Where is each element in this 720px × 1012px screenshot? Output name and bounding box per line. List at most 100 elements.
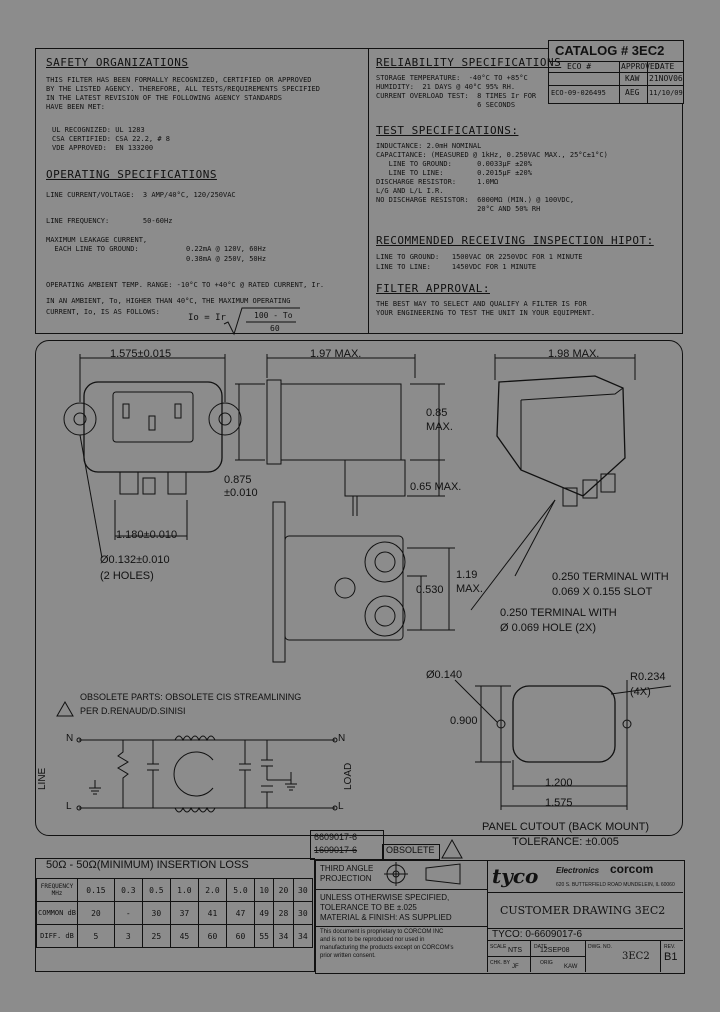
dim-065: 0.65 MAX. (410, 481, 462, 493)
loss-cm-cell: 20 (77, 901, 115, 925)
dim-197: 1.97 MAX. (310, 348, 362, 360)
loss-freq-cell: 1.0 (169, 878, 199, 902)
front-view (63, 354, 242, 559)
partno-box (310, 830, 384, 860)
brand-logo: tyco (492, 864, 539, 888)
brand-address: 620 S. BUTTERFIELD ROAD MUNDELEIN, IL 60… (556, 882, 675, 888)
mechanical-drawing (56, 354, 672, 813)
loss-row-diff-label: DIFF. dB (36, 924, 78, 948)
chk-value: JF (512, 964, 519, 970)
partno-current: 6609017-6 (314, 832, 358, 842)
dim-0140: Ø0.140 (426, 669, 463, 681)
loss-cm-cell: 37 (169, 901, 199, 925)
brand-corcom: corcom (610, 862, 654, 876)
loss-diff-cell: 60 (225, 924, 256, 948)
loss-diff-cell: 55 (254, 924, 275, 948)
approval-heading: FILTER APPROVAL: (376, 282, 490, 295)
dwg-label: DWG. NO. (588, 944, 612, 950)
dim-1180: 1.180±0.010 (116, 529, 178, 541)
projection-symbol-icon (384, 862, 461, 886)
catalog-rule (549, 61, 683, 62)
loss-freq-cell: 20 (273, 878, 294, 902)
safety-body: THIS FILTER HAS BEEN FORMALLY RECOGNIZED… (46, 76, 320, 111)
terminal-note-2: 0.250 TERMINAL WITH Ø 0.069 HOLE (2X) (500, 607, 617, 634)
catalog-col-rule (647, 61, 648, 103)
schematic-line-label: LINE (37, 767, 48, 790)
formula-num: 100 - To (254, 311, 293, 320)
title-rule (315, 926, 487, 927)
reliability-heading: RELIABILITY SPECIFICATIONS (376, 56, 562, 69)
panel-cutout (454, 679, 672, 810)
title-col-rule (530, 940, 531, 972)
reliability-body: STORAGE TEMPERATURE: -40°C TO +85°C HUMI… (376, 74, 537, 109)
rev-value: B1 (664, 951, 678, 963)
loss-box (35, 858, 315, 972)
approval-body: THE BEST WAY TO SELECT AND QUALIFY A FIL… (376, 300, 596, 317)
drawing-title: CUSTOMER DRAWING 3EC2 (500, 904, 666, 917)
operating-derate: IN AN AMBIENT, To, HIGHER THAN 40°C, THE… (46, 297, 291, 316)
schematic-n-right: N (338, 733, 346, 744)
schematic-load-label: LOAD (343, 762, 354, 790)
loss-cm-cell: 41 (197, 901, 227, 925)
catalog-col-date: DATE (655, 62, 675, 71)
title-rule (487, 956, 585, 957)
date-label: DATE (534, 944, 547, 950)
loss-diff-cell: 25 (141, 924, 171, 948)
dim-119: 1.19 MAX. (456, 569, 483, 595)
test-body: INDUCTANCE: 2.0mH NOMINAL CAPACITANCE: (… (376, 142, 608, 213)
loss-freq-cell: 0.15 (77, 878, 115, 902)
dim-0530: 0.530 (416, 584, 444, 596)
loss-freq-cell: 10 (254, 878, 275, 902)
schematic (76, 735, 338, 813)
loss-diff-cell: 34 (273, 924, 294, 948)
partno-old: 1609017-6 (314, 845, 358, 855)
tolerance-note: UNLESS OTHERWISE SPECIFIED, TOLERANCE TO… (320, 893, 452, 922)
sqrt-symbol-icon (223, 307, 300, 336)
operating-heading: OPERATING SPECIFICATIONS (46, 168, 217, 181)
loss-cm-cell: 47 (225, 901, 256, 925)
catalog-r2-eco: ECO-09-026495 (551, 89, 606, 97)
side-view (235, 354, 445, 516)
dim-holes: Ø0.132±0.010 (2 HOLES) (100, 554, 170, 582)
catalog-title: CATALOG # 3EC2 (555, 43, 665, 58)
dim-0875: 0.875 ±0.010 (224, 474, 258, 499)
catalog-rule (549, 85, 683, 86)
operating-line1: LINE CURRENT/VOLTAGE: 3 AMP/40°C, 120/25… (46, 191, 236, 199)
dim-1200: 1.200 (545, 777, 573, 789)
cutout-note: PANEL CUTOUT (BACK MOUNT) TOLERANCE: ±0.… (482, 821, 650, 848)
terminal-note-1: 0.250 TERMINAL WITH 0.069 X 0.155 SLOT (552, 571, 669, 598)
formula-left: Io = Ir (188, 313, 226, 323)
catalog-r2-by: AEG (625, 88, 640, 97)
drawing-frame (35, 340, 683, 836)
operating-ambient: OPERATING AMBIENT TEMP. RANGE: -10°C TO … (46, 281, 325, 289)
catalog-r2-date: 11/10/09 (649, 89, 683, 97)
top-view (272, 499, 556, 663)
title-rule (487, 860, 488, 972)
loss-freq-cell: 0.3 (113, 878, 143, 902)
obsolete-box (382, 844, 440, 860)
loss-diff-cell: 3 (113, 924, 143, 948)
iso-view (494, 354, 636, 507)
hipot-body: LINE TO GROUND: 1500VAC OR 2250VDC FOR 1… (376, 253, 583, 271)
brand-sub: Electronics (556, 866, 600, 875)
dwg-value: 3EC2 (622, 951, 650, 962)
formula-den: 60 (270, 324, 280, 333)
catalog-r1-by: KAW (625, 74, 640, 83)
scale-value: NTS (508, 947, 522, 954)
dim-1575-top: 1.575±0.015 (110, 348, 172, 360)
loss-diff-cell: 5 (77, 924, 115, 948)
operating-leak-vals: 0.22mA @ 120V, 60Hz 0.38mA @ 250V, 50Hz (186, 245, 267, 263)
loss-cm-cell: 28 (273, 901, 294, 925)
spec-frame (35, 48, 683, 334)
loss-title: 50Ω - 50Ω(MINIMUM) INSERTION LOSS (46, 859, 249, 871)
obsolete-note: OBSOLETE PARTS: OBSOLETE CIS STREAMLININ… (80, 692, 302, 716)
schematic-l-right: L (338, 801, 344, 812)
operating-line2: LINE FREQUENCY: 50-60Hz (46, 217, 173, 225)
dim-1575-bottom: 1.575 (545, 797, 573, 809)
dim-198: 1.98 MAX. (548, 348, 600, 360)
tyco-number: TYCO: 0-6609017-6 (492, 929, 583, 940)
